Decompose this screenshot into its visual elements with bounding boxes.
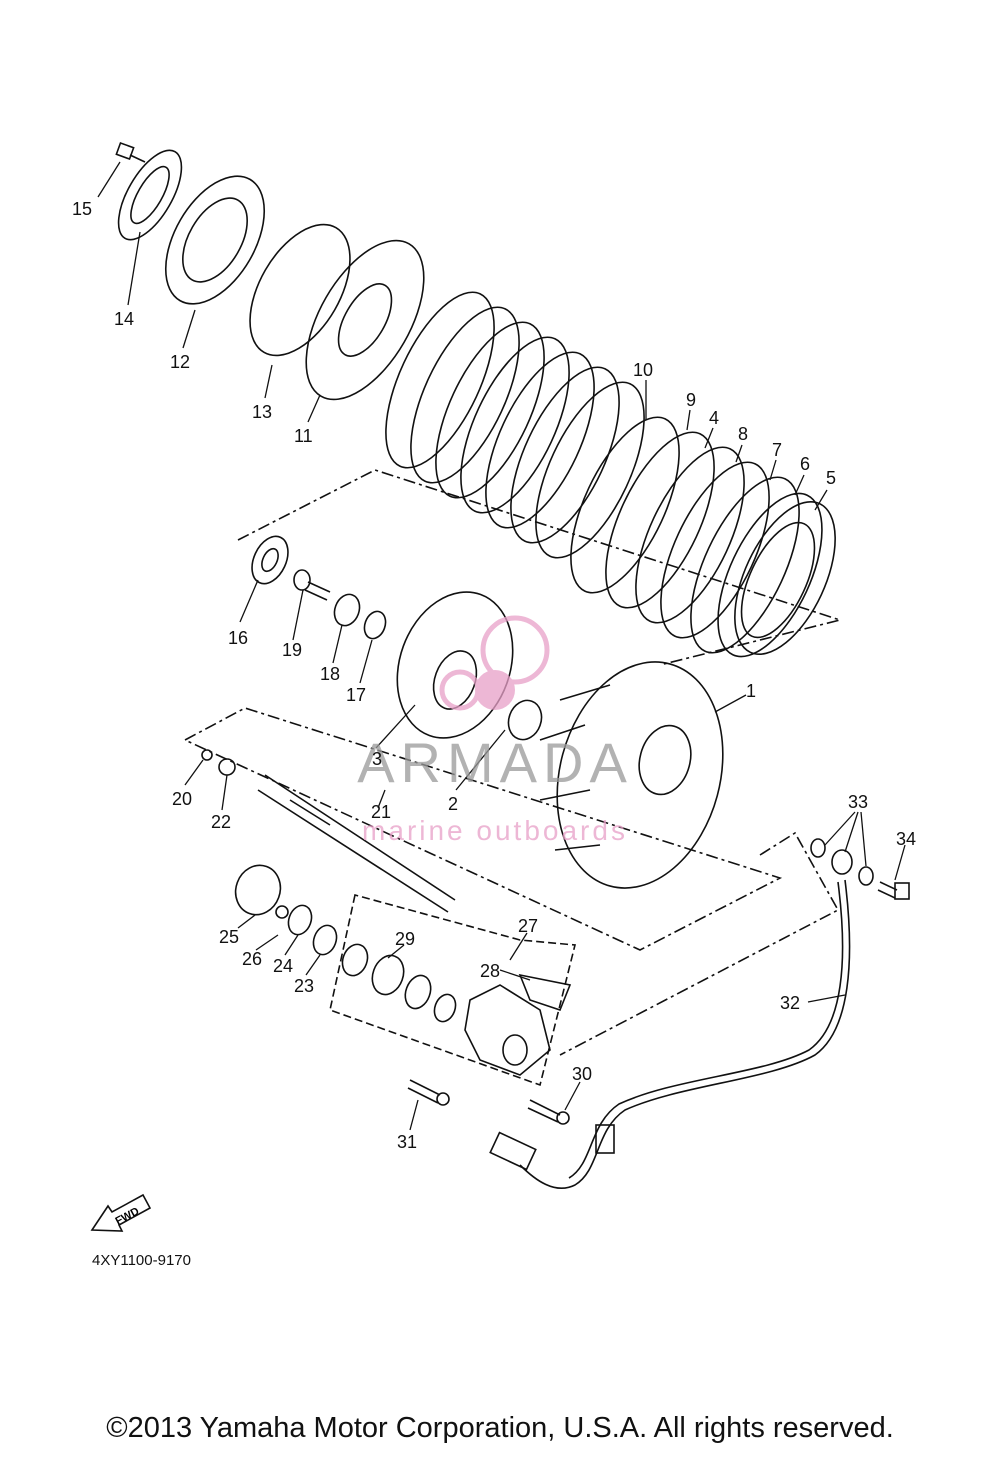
assembly-boundary-lower: [184, 707, 783, 951]
part-33-union: [831, 849, 853, 875]
part-8-plate: [660, 461, 770, 639]
callout-9: 9: [686, 390, 696, 410]
part-16-bearing: [251, 535, 289, 585]
callout-labels: 15 14 12 13 11 10 9 4 8 7 6 5 1 16 19 18…: [72, 199, 916, 1269]
callout-7: 7: [772, 440, 782, 460]
part-33-washer-b: [858, 866, 874, 886]
hose-end-fitting: [489, 1124, 615, 1171]
callout-11: 11: [294, 426, 313, 446]
callout-24: 24: [273, 956, 293, 976]
callout-2: 2: [448, 794, 458, 814]
callout-14: 14: [114, 309, 134, 329]
part-22-bushing: [218, 758, 236, 776]
part-21-push-rod: [257, 774, 456, 913]
part-20-ring: [201, 749, 213, 761]
watermark-logo-icon: [480, 615, 550, 685]
part-25-seal: [234, 864, 282, 916]
callout-28: 28: [480, 961, 500, 981]
callout-30: 30: [572, 1064, 592, 1084]
callout-1: 1: [746, 681, 756, 701]
callout-8: 8: [738, 424, 748, 444]
part-15-bolt: [115, 141, 146, 163]
part-7-plate: [690, 476, 800, 654]
part-24-bushing: [287, 904, 313, 936]
watermark-tagline: marine outboards: [362, 815, 628, 846]
fwd-arrow-icon: [90, 1193, 152, 1232]
part-12-disc: [164, 175, 266, 305]
callout-33: 33: [848, 792, 868, 812]
callout-16: 16: [228, 628, 248, 648]
watermark-brand: ARMADA: [357, 731, 633, 794]
part-29-piston-kit: [341, 943, 457, 1023]
part-2-spacer: [507, 699, 543, 741]
callout-31: 31: [397, 1132, 417, 1152]
part-19-bolt: [293, 569, 331, 601]
copyright-notice: ©2013 Yamaha Motor Corporation, U.S.A. A…: [106, 1412, 894, 1444]
part-30-bolt: [527, 1099, 570, 1125]
callout-34: 34: [896, 829, 916, 849]
callout-5: 5: [826, 468, 836, 488]
part-18-nut: [333, 593, 361, 627]
callout-26: 26: [242, 949, 262, 969]
part-23-bushing: [312, 924, 338, 956]
part-17-washer: [363, 610, 387, 640]
callout-21: 21: [371, 802, 391, 822]
part-5-plate: [734, 500, 836, 656]
part-4-plate: [635, 446, 745, 624]
part-28-bleed-bracket: [518, 973, 572, 1011]
callout-10: 10: [633, 360, 653, 380]
callout-17: 17: [346, 685, 366, 705]
diagram-code: 4XY1100-9170: [92, 1252, 191, 1269]
assembly-boundary-cylinder: [329, 894, 577, 1087]
callout-15: 15: [72, 199, 92, 219]
callout-12: 12: [170, 352, 190, 372]
watermark: ARMADA marine outboards: [357, 615, 633, 846]
part-13-ring: [249, 223, 351, 357]
part-9-plate: [605, 431, 715, 609]
part-33-washer: [810, 838, 826, 858]
part-27-release-cylinder: [464, 984, 551, 1076]
callout-4: 4: [709, 408, 719, 428]
callout-6: 6: [800, 454, 810, 474]
part-10-plate: [570, 416, 680, 594]
clutch-plate-stack: [385, 291, 645, 559]
part-26-pin: [275, 905, 289, 919]
part-31-bolt: [407, 1079, 450, 1106]
callout-22: 22: [211, 812, 231, 832]
part-14-plate: [117, 149, 183, 241]
callout-18: 18: [320, 664, 340, 684]
callout-23: 23: [294, 976, 314, 996]
part-34-bolt: [877, 881, 910, 900]
callout-29: 29: [395, 929, 415, 949]
part-32-hose: [519, 879, 851, 1190]
assembly-boundary-upper: [237, 469, 843, 666]
callout-3: 3: [372, 749, 382, 769]
callout-25: 25: [219, 927, 239, 947]
part-1-primary-driven-gear: [556, 661, 724, 889]
callout-leaders: [97, 161, 906, 1131]
callout-13: 13: [252, 402, 272, 422]
callout-27: 27: [518, 916, 538, 936]
part-6-plate: [717, 492, 823, 658]
callout-32: 32: [780, 993, 800, 1013]
assembly-boundary-right: [559, 831, 840, 1056]
callout-20: 20: [172, 789, 192, 809]
callout-19: 19: [282, 640, 302, 660]
part-11-housing: [305, 239, 425, 401]
